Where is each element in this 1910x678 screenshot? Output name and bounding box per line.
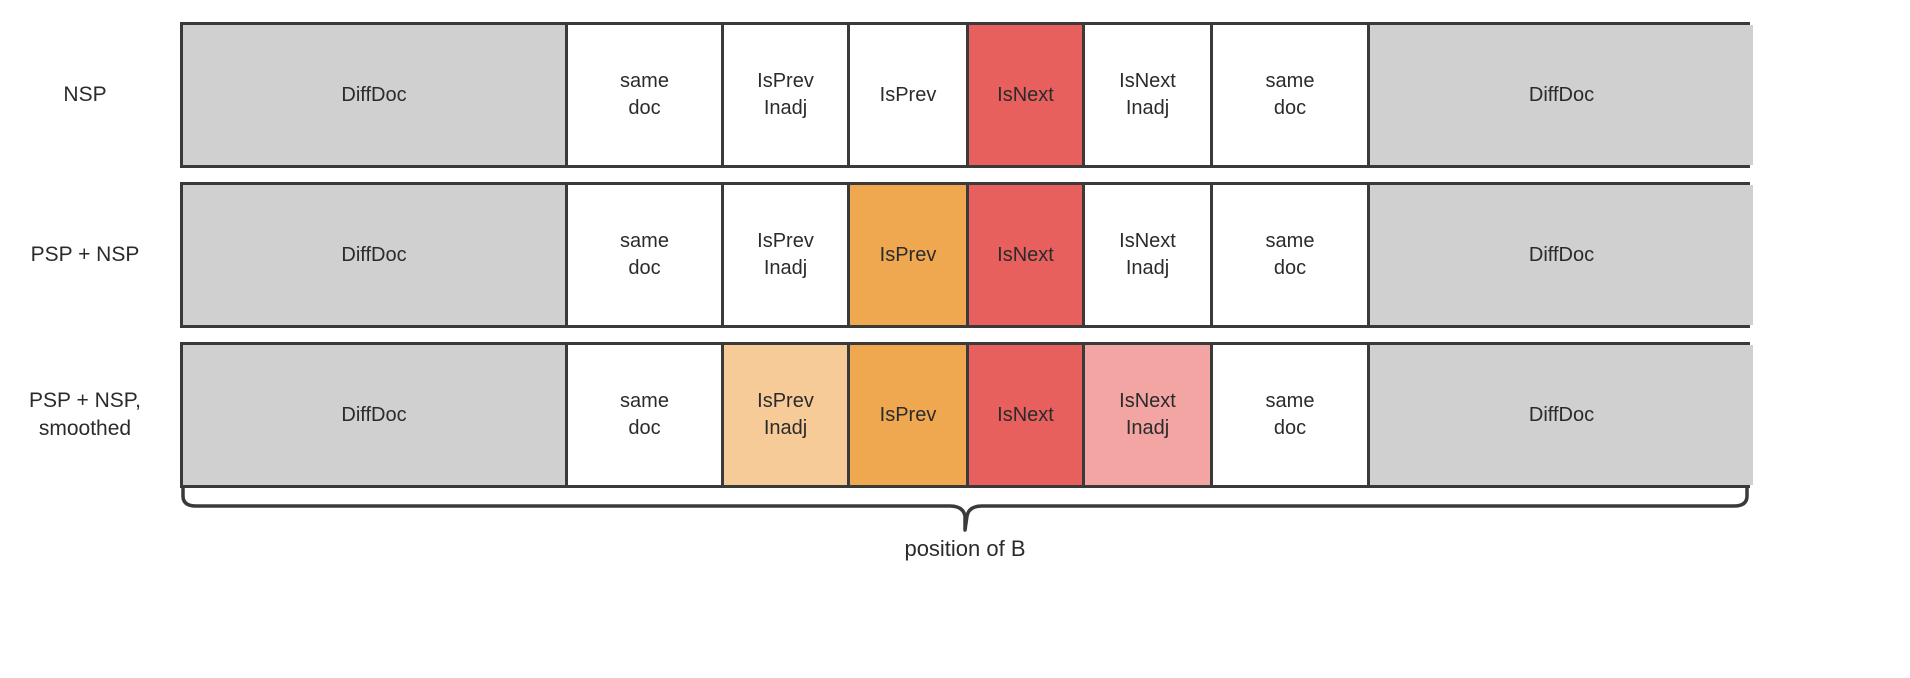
segment-same-doc: same doc xyxy=(568,25,724,165)
row-label-psp-nsp-smoothed: PSP + NSP, smoothed xyxy=(29,389,141,440)
segment-isnext: IsNext xyxy=(969,345,1085,485)
segment-isnext-inadj: IsNext Inadj xyxy=(1085,185,1213,325)
segment-same-doc: same doc xyxy=(1213,185,1370,325)
segment-isprev-inadj: IsPrev Inadj xyxy=(724,25,850,165)
segment-isnext-inadj: IsNext Inadj xyxy=(1085,345,1213,485)
brace-icon xyxy=(181,486,1749,532)
segment-diffdoc: DiffDoc xyxy=(1370,345,1753,485)
segment-isprev: IsPrev xyxy=(850,185,969,325)
position-brace xyxy=(180,486,1750,532)
row-label-nsp: NSP xyxy=(63,83,107,107)
segment-isnext: IsNext xyxy=(969,185,1085,325)
segment-diffdoc: DiffDoc xyxy=(183,185,568,325)
segment-isprev-inadj: IsPrev Inadj xyxy=(724,185,850,325)
segment-isprev-inadj: IsPrev Inadj xyxy=(724,345,850,485)
segment-isnext: IsNext xyxy=(969,25,1085,165)
segment-diffdoc: DiffDoc xyxy=(1370,185,1753,325)
segment-diffdoc: DiffDoc xyxy=(183,345,568,485)
segment-same-doc: same doc xyxy=(1213,25,1370,165)
segment-diffdoc: DiffDoc xyxy=(183,25,568,165)
brace-caption: position of B xyxy=(904,536,1026,561)
segment-isnext-inadj: IsNext Inadj xyxy=(1085,25,1213,165)
segment-diffdoc: DiffDoc xyxy=(1370,25,1753,165)
row-label-psp-nsp: PSP + NSP xyxy=(30,243,140,267)
segment-same-doc: same doc xyxy=(568,185,724,325)
segment-isprev: IsPrev xyxy=(850,345,969,485)
segment-same-doc: same doc xyxy=(568,345,724,485)
segment-isprev: IsPrev xyxy=(850,25,969,165)
segment-same-doc: same doc xyxy=(1213,345,1370,485)
